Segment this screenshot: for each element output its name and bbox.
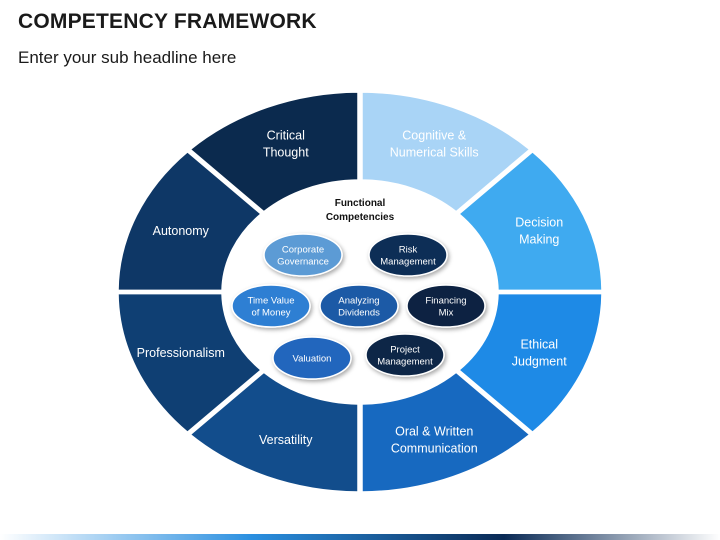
ring-segment-label: Professionalism [137,346,225,360]
competency-bubble-shape [231,284,311,328]
competency-bubble-shape [272,336,352,380]
ring-segment: Versatility [189,371,359,493]
ring-segment-shape [117,292,263,434]
ring-segment: Cognitive &Numerical Skills [361,91,531,213]
ring-segment-shape [117,150,263,292]
ring-segment-shape [189,91,359,213]
competency-bubble-shape [319,284,399,328]
page-subtitle: Enter your sub headline here [18,48,237,67]
ring-segment-shape [457,150,603,292]
ring-segment-label: Autonomy [153,224,210,238]
competency-bubble-label: Valuation [293,354,332,365]
ring-segment: Professionalism [117,292,263,434]
competency-bubble-shape [368,233,448,277]
ring-segment-label: Cognitive &Numerical Skills [390,129,479,160]
competency-bubble-shape [263,233,343,277]
ring-segment-shape [457,292,603,434]
competency-bubble: Valuation [272,336,352,380]
ring-segment-shape [189,371,359,493]
bottom-accent-bar [0,534,720,540]
ring-segment-shape [361,91,531,213]
competency-bubble-shape [365,333,445,377]
ring-segment-shape [361,371,531,493]
ring-segment-label: Versatility [259,433,313,447]
page-title: COMPETENCY FRAMEWORK [18,10,317,33]
competency-bubble-shape [406,284,486,328]
ring-segment: Autonomy [117,150,263,292]
